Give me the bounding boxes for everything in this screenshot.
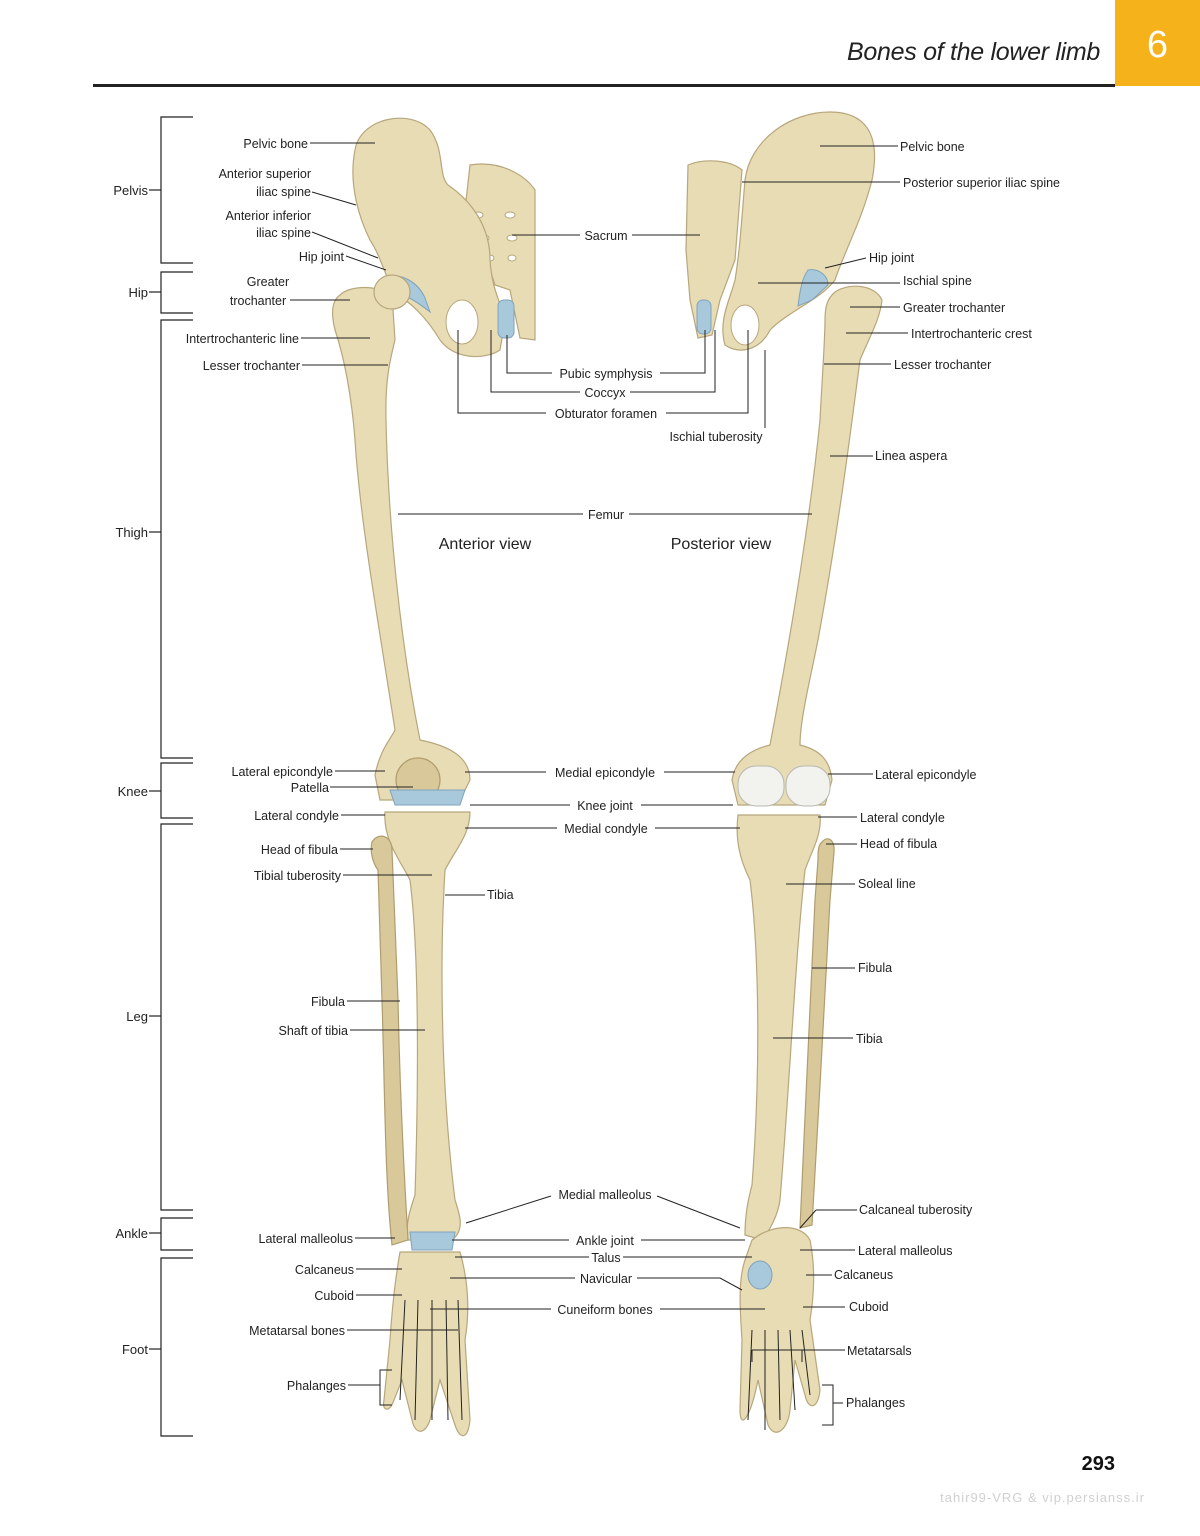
label-cuneiform-bones: Cuneiform bones xyxy=(557,1303,652,1317)
label-lateral-condyle-left: Lateral condyle xyxy=(254,809,339,823)
chapter-number: 6 xyxy=(1146,24,1169,66)
anterior-toe-lines xyxy=(399,1299,463,1421)
label-metatarsal-bones: Metatarsal bones xyxy=(249,1324,345,1338)
anterior-skeleton xyxy=(331,117,536,1437)
label-pelvic-bone-left: Pelvic bone xyxy=(243,137,308,151)
region-thigh: Thigh xyxy=(115,525,148,540)
anterior-knee-cartilage xyxy=(389,789,466,806)
label-lateral-malleolus-right: Lateral malleolus xyxy=(858,1244,953,1258)
label-navicular: Navicular xyxy=(580,1272,632,1286)
posterior-femur xyxy=(731,285,883,806)
chapter-tab: 6 xyxy=(1115,0,1200,86)
label-femur: Femur xyxy=(588,508,624,522)
region-brackets xyxy=(149,116,193,1437)
label-head-of-fibula-right: Head of fibula xyxy=(860,837,937,851)
label-fibula-right: Fibula xyxy=(858,961,892,975)
label-calcaneus-left: Calcaneus xyxy=(295,1263,354,1277)
label-head-of-fibula-left: Head of fibula xyxy=(261,843,338,857)
region-leg: Leg xyxy=(126,1009,148,1024)
posterior-pelvic-bone xyxy=(722,111,876,351)
label-hip-joint-right: Hip joint xyxy=(869,251,915,265)
anterior-view-caption: Anterior view xyxy=(439,536,532,553)
region-pelvis: Pelvis xyxy=(113,183,148,198)
label-calcaneus-right: Calcaneus xyxy=(834,1268,893,1282)
label-calcaneal-tuberosity: Calcaneal tuberosity xyxy=(859,1203,973,1217)
posterior-talus-cartilage xyxy=(747,1260,773,1290)
label-talus: Talus xyxy=(591,1251,620,1265)
anterior-femoral-head xyxy=(373,274,411,310)
label-metatarsals: Metatarsals xyxy=(847,1344,912,1358)
posterior-view-caption: Posterior view xyxy=(671,536,772,553)
posterior-skeleton xyxy=(685,111,883,1433)
label-tibia-right: Tibia xyxy=(856,1032,883,1046)
label-fibula-left: Fibula xyxy=(311,995,345,1009)
label-pelvic-bone-right: Pelvic bone xyxy=(900,140,965,154)
label-greater-trochanter-line2: trochanter xyxy=(230,294,286,308)
anterior-ankle-cartilage xyxy=(409,1231,456,1251)
label-tibial-tuberosity: Tibial tuberosity xyxy=(254,869,342,883)
label-psis: Posterior superior iliac spine xyxy=(903,176,1060,190)
anterior-foot xyxy=(383,1251,471,1437)
label-soleal-line: Soleal line xyxy=(858,877,916,891)
anterior-obturator-foramen xyxy=(445,299,479,345)
posterior-hip-cartilage xyxy=(797,269,829,307)
anterior-pubic-symphysis xyxy=(497,299,515,339)
label-aiis-line2: iliac spine xyxy=(256,226,311,240)
label-lateral-epicondyle-right: Lateral epicondyle xyxy=(875,768,977,782)
label-ischial-spine: Ischial spine xyxy=(903,274,972,288)
label-tibia-anterior: Tibia xyxy=(487,888,514,902)
label-sacrum: Sacrum xyxy=(584,229,627,243)
label-phalanges-left: Phalanges xyxy=(287,1379,346,1393)
label-intertrochanteric-crest: Intertrochanteric crest xyxy=(911,327,1032,341)
label-linea-aspera: Linea aspera xyxy=(875,449,947,463)
label-ischial-tuberosity: Ischial tuberosity xyxy=(669,430,763,444)
page-title: Bones of the lower limb xyxy=(847,38,1100,66)
label-knee-joint: Knee joint xyxy=(577,799,633,813)
posterior-fibula xyxy=(799,838,835,1229)
label-asis-line1: Anterior superior xyxy=(219,167,311,181)
label-greater-trochanter-line1: Greater xyxy=(247,275,289,289)
right-leader-lines xyxy=(742,145,908,1426)
label-coccyx: Coccyx xyxy=(585,386,627,400)
page-number: 293 xyxy=(1081,1453,1115,1475)
label-medial-condyle: Medial condyle xyxy=(564,822,647,836)
label-lesser-trochanter-right: Lesser trochanter xyxy=(894,358,991,372)
posterior-sacrum xyxy=(685,160,743,339)
center-leader-lines xyxy=(398,234,812,1310)
label-aiis-line1: Anterior inferior xyxy=(226,209,311,223)
label-obturator-foramen: Obturator foramen xyxy=(555,407,657,421)
region-knee: Knee xyxy=(118,784,148,799)
label-cuboid-right: Cuboid xyxy=(849,1300,889,1314)
label-greater-trochanter-right: Greater trochanter xyxy=(903,301,1005,315)
label-patella: Patella xyxy=(291,781,329,795)
watermark: tahir99-VRG & vip.persianss.ir xyxy=(940,1490,1145,1505)
posterior-femoral-condyles xyxy=(737,765,831,807)
label-ankle-joint: Ankle joint xyxy=(576,1234,634,1248)
region-foot: Foot xyxy=(122,1342,148,1357)
label-intertrochanteric-line: Intertrochanteric line xyxy=(186,332,299,346)
label-medial-malleolus: Medial malleolus xyxy=(558,1188,651,1202)
label-shaft-of-tibia: Shaft of tibia xyxy=(279,1024,349,1038)
label-phalanges-right: Phalanges xyxy=(846,1396,905,1410)
posterior-pubic-symphysis xyxy=(696,299,712,335)
anterior-fibula xyxy=(370,835,409,1246)
header-divider xyxy=(93,84,1115,87)
posterior-toe-lines xyxy=(747,1329,811,1430)
label-lateral-epicondyle-left: Lateral epicondyle xyxy=(232,765,334,779)
label-medial-epicondyle: Medial epicondyle xyxy=(555,766,655,780)
label-lateral-condyle-right: Lateral condyle xyxy=(860,811,945,825)
left-leader-lines xyxy=(290,142,458,1406)
label-pubic-symphysis: Pubic symphysis xyxy=(559,367,652,381)
posterior-obturator-foramen xyxy=(730,304,760,346)
label-lesser-trochanter-left: Lesser trochanter xyxy=(203,359,300,373)
anterior-sacrum xyxy=(464,163,536,341)
label-cuboid-left: Cuboid xyxy=(314,1289,354,1303)
label-lateral-malleolus-left: Lateral malleolus xyxy=(259,1232,354,1246)
region-hip: Hip xyxy=(128,285,148,300)
label-asis-line2: iliac spine xyxy=(256,185,311,199)
region-ankle: Ankle xyxy=(115,1226,148,1241)
label-hip-joint-left: Hip joint xyxy=(299,250,345,264)
